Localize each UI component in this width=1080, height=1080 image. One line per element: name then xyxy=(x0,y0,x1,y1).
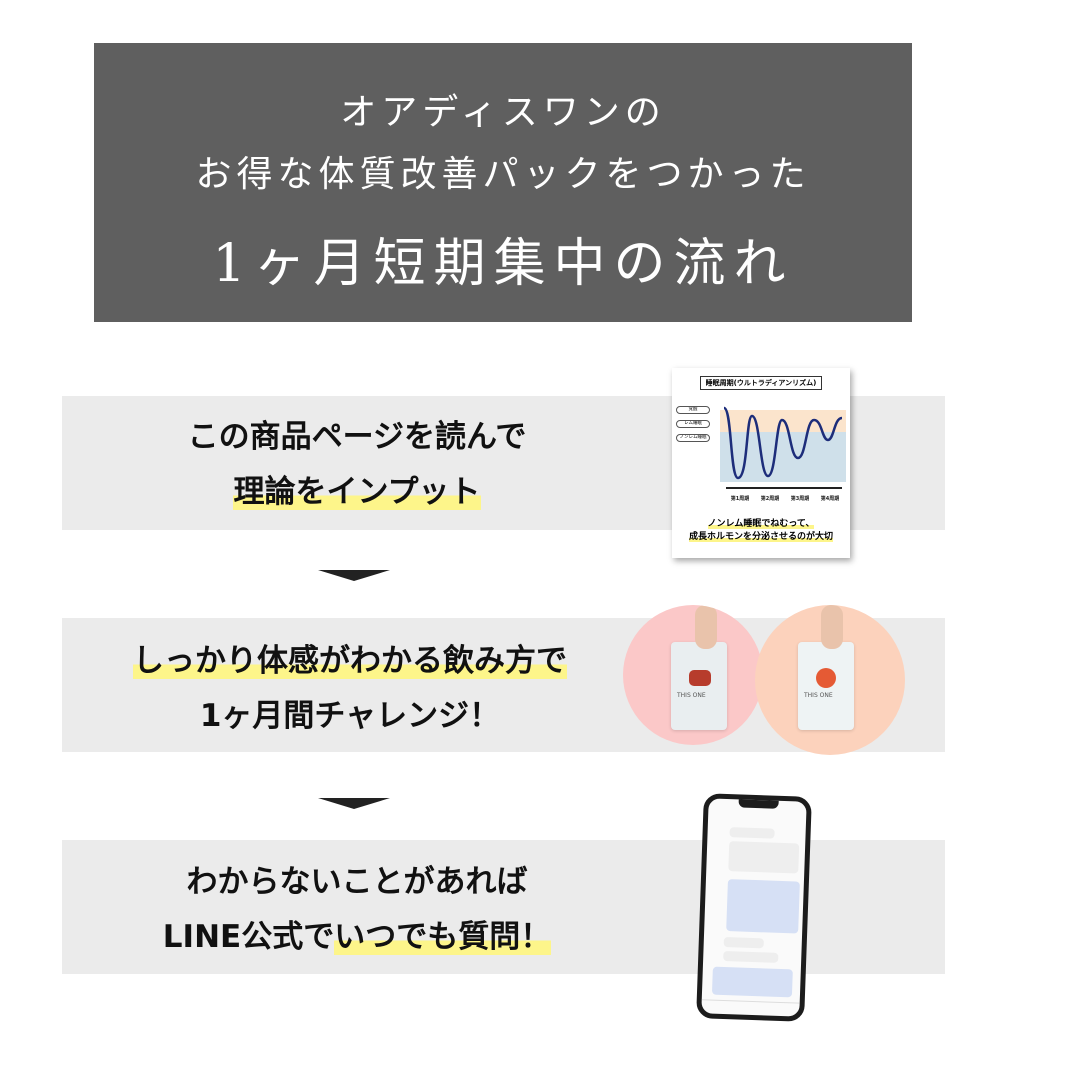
phone-notch xyxy=(738,797,779,809)
chat-bubble xyxy=(728,841,800,874)
step-3-text: わからないことがあれば LINE公式でいつでも質問！ xyxy=(62,855,652,965)
sleep-cycle-chart-image: 睡眠周期(ウルトラディアンリズム) 覚醒 レム睡眠 ノンレム睡眠 第1周期 第2… xyxy=(672,368,850,558)
chart-image-title: 睡眠周期(ウルトラディアンリズム) xyxy=(700,376,822,390)
step-1-line-1: この商品ページを読んで xyxy=(187,419,527,455)
cycle-label-1: 第1周期 xyxy=(730,496,750,502)
step-1-text: この商品ページを読んで 理論をインプット xyxy=(62,410,652,520)
product-circle-2: THIS ONE xyxy=(755,605,905,755)
hand-icon xyxy=(695,605,717,649)
down-arrow-icon xyxy=(318,798,390,809)
title-banner: オアディスワンの お得な体質改善パックをつかった 1ヶ月短期集中の流れ xyxy=(94,43,912,322)
product-circle-1: THIS ONE xyxy=(623,605,763,745)
product-pouch: THIS ONE xyxy=(671,642,727,730)
step-2-line-1: しっかり体感がわかる飲み方で xyxy=(133,643,567,679)
title-line-1: オアディスワンの xyxy=(340,92,666,133)
title-main: 1ヶ月短期集中の流れ xyxy=(212,234,794,294)
label-rem: レム睡眠 xyxy=(676,420,710,428)
cycle-label-3: 第3周期 xyxy=(790,496,810,502)
chart-image-caption: ノンレム睡眠でねむって、 成長ホルモンを分泌させるのが大切 xyxy=(688,519,833,542)
chat-bubble xyxy=(729,827,775,839)
title-line-2: お得な体質改善パックをつかった xyxy=(195,154,811,195)
product-pouch: THIS ONE xyxy=(798,642,854,730)
dates-icon xyxy=(689,670,711,686)
cycle-label-4: 第4周期 xyxy=(820,496,840,502)
down-arrow-icon xyxy=(318,570,390,581)
step-1-line-2: 理論をインプット xyxy=(233,474,481,510)
tomato-icon xyxy=(816,668,836,688)
browser-toolbar xyxy=(701,999,800,1013)
hand-icon xyxy=(821,605,843,649)
step-2-text: しっかり体感がわかる飲み方で 1ヶ月間チャレンジ！ xyxy=(50,634,650,744)
sleep-wave-icon xyxy=(722,406,843,489)
label-nonrem: ノンレム睡眠 xyxy=(676,434,710,442)
label-awake: 覚醒 xyxy=(676,406,710,414)
cycle-label-2: 第2周期 xyxy=(760,496,780,502)
chat-bubble xyxy=(711,966,793,998)
step-2-line-2: 1ヶ月間チャレンジ！ xyxy=(199,698,501,734)
chat-bubble xyxy=(726,879,800,934)
step-3-line-2: LINE公式でいつでも質問！ xyxy=(162,919,552,955)
chat-bubble xyxy=(723,936,764,949)
chat-bubble xyxy=(723,950,779,963)
phone-line-chat-image xyxy=(696,793,812,1022)
step-3-line-1: わからないことがあれば xyxy=(186,864,528,900)
